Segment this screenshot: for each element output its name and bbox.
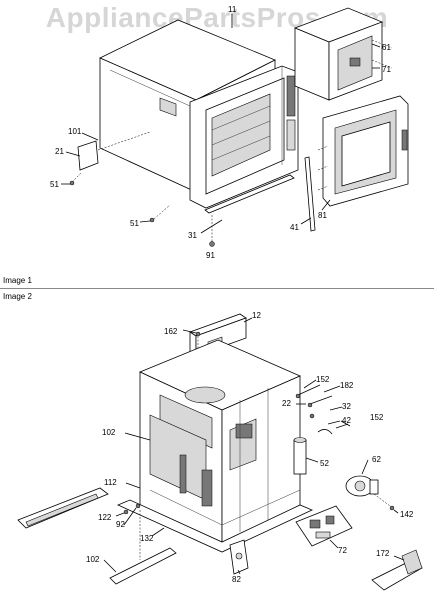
- callout-182: 182: [340, 381, 354, 390]
- callout-82: 82: [232, 575, 241, 584]
- capacitor-52: [293, 437, 307, 475]
- callout-51-upper: 51: [50, 180, 59, 189]
- screw-162: [195, 331, 201, 337]
- air-duct-172: [371, 549, 423, 591]
- callout-51-lower: 51: [130, 219, 139, 228]
- callout-32: 32: [342, 402, 351, 411]
- screw-122: [123, 509, 129, 515]
- callout-62: 62: [372, 455, 381, 464]
- callout-31: 31: [188, 231, 197, 240]
- switch-assembly-82: [229, 539, 249, 575]
- screw-51b: [149, 217, 155, 223]
- top-cover-box: [293, 7, 393, 101]
- control-board-72: [295, 505, 353, 547]
- callout-92: 92: [116, 520, 125, 529]
- callout-61: 61: [382, 43, 391, 52]
- side-rail-102-lower: [109, 547, 177, 585]
- callout-152-upper: 152: [316, 375, 330, 384]
- callout-101: 101: [68, 127, 82, 136]
- callout-172: 172: [376, 549, 390, 558]
- callout-162: 162: [164, 327, 178, 336]
- door-seal-strip-41: [304, 156, 316, 232]
- callout-132: 132: [140, 534, 154, 543]
- callout-41: 41: [290, 223, 299, 232]
- divider: [0, 288, 434, 289]
- image-2-caption: Image 2: [3, 292, 32, 301]
- screw-92: [135, 503, 141, 509]
- callout-152-lower: 152: [370, 413, 384, 422]
- callout-102-lower: 102: [86, 555, 100, 564]
- callout-71: 71: [382, 65, 391, 74]
- callout-112: 112: [104, 478, 117, 487]
- screw-51a: [69, 180, 75, 186]
- callout-81: 81: [318, 211, 327, 220]
- motor-62: [345, 475, 379, 497]
- image-1-drawing: [61, 7, 409, 247]
- callout-21: 21: [55, 147, 64, 156]
- image-1-caption: Image 1: [3, 276, 32, 285]
- oven-door-81: [322, 95, 409, 207]
- screw-91: [209, 241, 215, 247]
- callout-11: 11: [228, 5, 237, 14]
- bottom-trim-31: [204, 174, 295, 214]
- callout-12: 12: [252, 311, 261, 320]
- callout-91: 91: [206, 251, 215, 260]
- callout-142: 142: [400, 510, 414, 519]
- callout-42: 42: [342, 416, 351, 425]
- small-hardware: [295, 384, 349, 435]
- callout-72: 72: [338, 546, 347, 555]
- oven-front-frame: [189, 65, 299, 209]
- callout-102-upper: 102: [102, 428, 116, 437]
- callout-122: 122: [98, 513, 112, 522]
- callout-52: 52: [320, 459, 329, 468]
- screw-142: [389, 505, 395, 511]
- image-2-drawing: [17, 313, 423, 591]
- side-plate-21: [77, 140, 99, 171]
- callout-22: 22: [282, 399, 291, 408]
- chassis-frame: [139, 339, 301, 551]
